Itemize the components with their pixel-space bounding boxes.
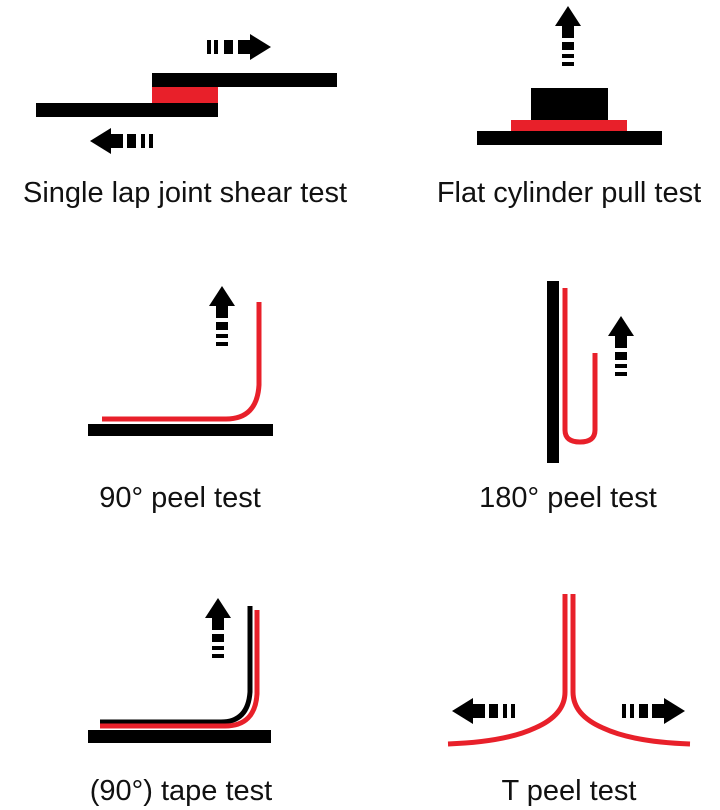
panel-tape: (90°) tape test — [88, 598, 272, 807]
panel-caption: (90°) tape test — [90, 775, 272, 807]
adhesive-layer — [152, 87, 218, 103]
dashed-arrow-icon — [452, 698, 515, 724]
dashed-arrow-icon — [608, 316, 634, 376]
dashed-arrow-icon — [622, 698, 685, 724]
adhesive-tape — [562, 288, 598, 445]
panel-caption: 180° peel test — [479, 482, 657, 514]
tape-backing — [100, 606, 253, 725]
panel-flat-cylinder: Flat cylinder pull test — [437, 6, 701, 209]
substrate-plate — [547, 281, 559, 463]
dashed-arrow-icon — [555, 6, 581, 66]
lower-adherend — [36, 103, 218, 117]
substrate-plate — [88, 424, 273, 436]
panel-caption: T peel test — [502, 775, 637, 807]
adhesive-layer — [100, 610, 260, 729]
substrate-plate — [88, 730, 271, 743]
panel-caption: Flat cylinder pull test — [437, 177, 701, 209]
panel-single-lap: Single lap joint shear test — [23, 34, 347, 209]
adherend-left — [447, 594, 568, 747]
dashed-arrow-icon — [207, 34, 271, 60]
adhesive-layer — [511, 120, 627, 131]
substrate-plate — [477, 131, 662, 145]
upper-adherend — [152, 73, 337, 87]
dashed-arrow-icon — [90, 128, 153, 154]
panel-caption: 90° peel test — [99, 482, 261, 514]
panel-t-peel: T peel test — [447, 594, 691, 807]
dashed-arrow-icon — [209, 286, 235, 346]
adhesive-tape — [102, 302, 262, 422]
dashed-arrow-icon — [205, 598, 231, 658]
cylinder-stud — [531, 88, 608, 120]
panel-caption: Single lap joint shear test — [23, 177, 347, 209]
panel-peel-90: 90° peel test — [88, 286, 273, 514]
adherend-right — [570, 594, 691, 747]
panel-peel-180: 180° peel test — [479, 281, 657, 514]
